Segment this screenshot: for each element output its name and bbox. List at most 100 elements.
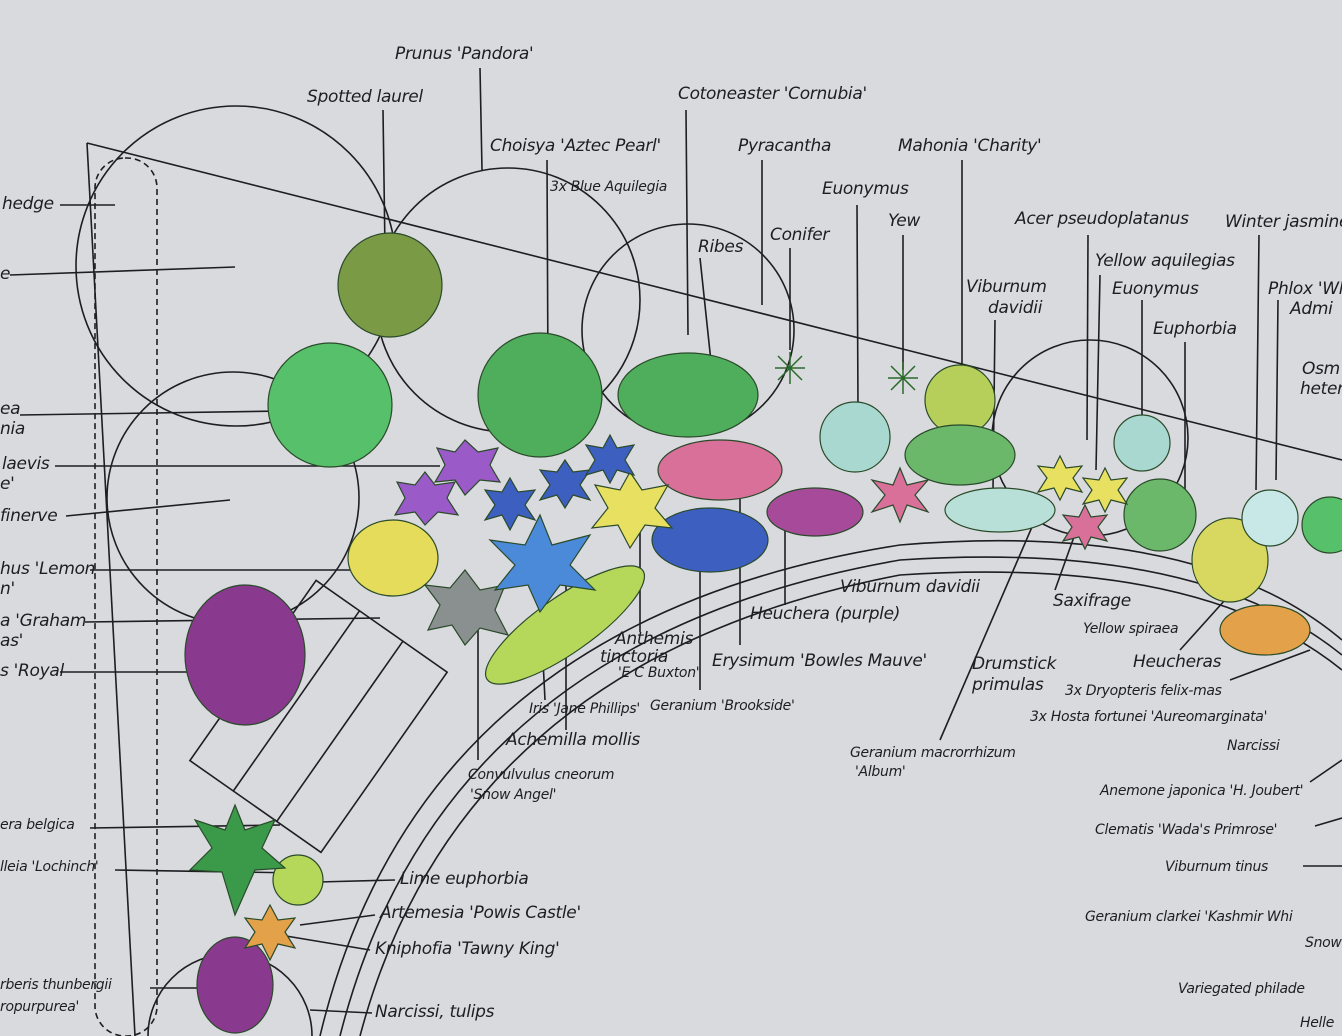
label: Geranium 'Brookside' xyxy=(650,698,795,714)
shrub-choisya xyxy=(477,332,603,458)
label: Osm xyxy=(1302,359,1340,379)
plant-kniphofia xyxy=(243,903,297,962)
label: rberis thunbergii xyxy=(0,977,112,993)
plant-anthemis xyxy=(590,470,674,550)
label: Ribes xyxy=(698,237,744,257)
shrub-heucheras xyxy=(1219,604,1311,656)
label: 3x Dryopteris felix-mas xyxy=(1065,683,1222,699)
plant-star xyxy=(538,458,592,510)
label: nia xyxy=(0,419,26,439)
label: Heuchera (purple) xyxy=(750,604,901,624)
label: 'E C Buxton' xyxy=(618,665,700,681)
label: 'Snow Angel' xyxy=(470,787,557,803)
shrub-saxifrage xyxy=(944,487,1056,533)
label: Heucheras xyxy=(1133,652,1222,672)
label: Euonymus xyxy=(1112,279,1199,299)
label: lleia 'Lochinch' xyxy=(0,859,99,875)
shrub-cotoneaster xyxy=(617,352,759,438)
label: Achemilla mollis xyxy=(506,730,640,750)
plant-star xyxy=(483,476,537,532)
label: Narcissi xyxy=(1227,738,1280,754)
label: 3x Blue Aquilegia xyxy=(550,179,668,195)
label: Choisya 'Aztec Pearl' xyxy=(490,136,661,156)
label: Kniphofia 'Tawny King' xyxy=(375,939,560,959)
label: e xyxy=(0,264,11,284)
label: Erysimum 'Bowles Mauve' xyxy=(712,651,927,671)
shrub-viburnum xyxy=(904,424,1016,486)
label: e' xyxy=(0,474,15,494)
label: Pyracantha xyxy=(738,136,832,156)
label: Iris 'Jane Phillips' xyxy=(529,701,640,717)
shrub-berberis xyxy=(196,936,274,1034)
label: Viburnum xyxy=(966,277,1047,297)
shrub-geranium xyxy=(651,507,769,573)
label: Lime euphorbia xyxy=(400,869,529,889)
label: Mahonia 'Charity' xyxy=(898,136,1042,156)
shrub-purple xyxy=(184,584,306,726)
plant-aquilegia xyxy=(433,439,502,496)
shrub-erysimum xyxy=(766,487,864,537)
label: Acer pseudoplatanus xyxy=(1015,209,1189,229)
label: Yellow aquilegias xyxy=(1095,251,1235,271)
label: 'Album' xyxy=(855,764,906,780)
label: tinctoria xyxy=(600,647,669,667)
shrub-phlox xyxy=(1241,489,1299,547)
yew-icon xyxy=(888,362,918,394)
label: Cotoneaster 'Cornubia' xyxy=(678,84,867,104)
label: Yellow spiraea xyxy=(1083,621,1179,637)
label: a 'Graham xyxy=(0,611,87,631)
label: Clematis 'Wada's Primrose' xyxy=(1095,822,1278,838)
conifer-icon xyxy=(775,352,805,384)
label: Geranium clarkei 'Kashmir Whi xyxy=(1085,909,1293,925)
label: hus 'Lemon xyxy=(0,559,96,579)
label: heter xyxy=(1300,379,1342,399)
label: Artemesia 'Powis Castle' xyxy=(380,903,581,923)
shrub-lemon xyxy=(347,519,439,597)
plant-artemesia xyxy=(423,569,510,646)
shrub-euphorbia xyxy=(1123,478,1197,552)
label: Winter jasmine xyxy=(1225,212,1342,232)
shrub-achemilla xyxy=(484,565,646,685)
label: n' xyxy=(0,579,15,599)
shrub-spotted-laurel xyxy=(337,232,443,338)
shrub-euonymus xyxy=(819,401,891,473)
label: Viburnum tinus xyxy=(1165,859,1269,875)
leader-lines xyxy=(9,67,1342,1014)
plant-iris xyxy=(488,513,597,614)
shrub-prunus xyxy=(267,342,393,468)
label: finerve xyxy=(0,506,58,526)
label: hedge xyxy=(2,194,54,214)
label: davidii xyxy=(988,298,1043,318)
plant-cordyline xyxy=(188,803,287,917)
plant-drumstick-primula xyxy=(1061,503,1109,551)
label: Conifer xyxy=(770,225,830,245)
shrub-heuchera-pink xyxy=(657,439,783,501)
label: s 'Royal xyxy=(0,661,64,681)
label: ropurpurea' xyxy=(0,999,80,1015)
label: Yew xyxy=(888,211,920,231)
label: Euphorbia xyxy=(1153,319,1237,339)
shrub-euonymus-2 xyxy=(1113,414,1171,472)
plant-yellow-aquilegia xyxy=(1036,454,1084,502)
label: Variegated philade xyxy=(1178,981,1305,997)
hedge-outline xyxy=(94,157,158,1036)
label: Prunus 'Pandora' xyxy=(395,44,534,64)
label: Euonymus xyxy=(822,179,909,199)
lawn-edge-path xyxy=(359,571,1342,1036)
label: Snow xyxy=(1305,935,1342,951)
label: 3x Hosta fortunei 'Aureomarginata' xyxy=(1030,709,1268,725)
label: Helle xyxy=(1300,1015,1335,1031)
label: Geranium macrorrhizum xyxy=(850,745,1016,761)
label: era belgica xyxy=(0,817,75,833)
label: laevis xyxy=(2,454,50,474)
label: Convulvulus cneorum xyxy=(468,767,615,783)
label: Spotted laurel xyxy=(307,87,423,107)
boundary-line xyxy=(86,142,136,1036)
shrub-yellow-spiraea xyxy=(1191,517,1269,603)
shrub-lime-euphorbia xyxy=(272,854,324,906)
label: Anthemis xyxy=(615,629,694,649)
plant-yellow-aquilegia xyxy=(1081,466,1129,514)
plant-star-pink xyxy=(870,466,930,524)
label: ea xyxy=(0,399,21,419)
